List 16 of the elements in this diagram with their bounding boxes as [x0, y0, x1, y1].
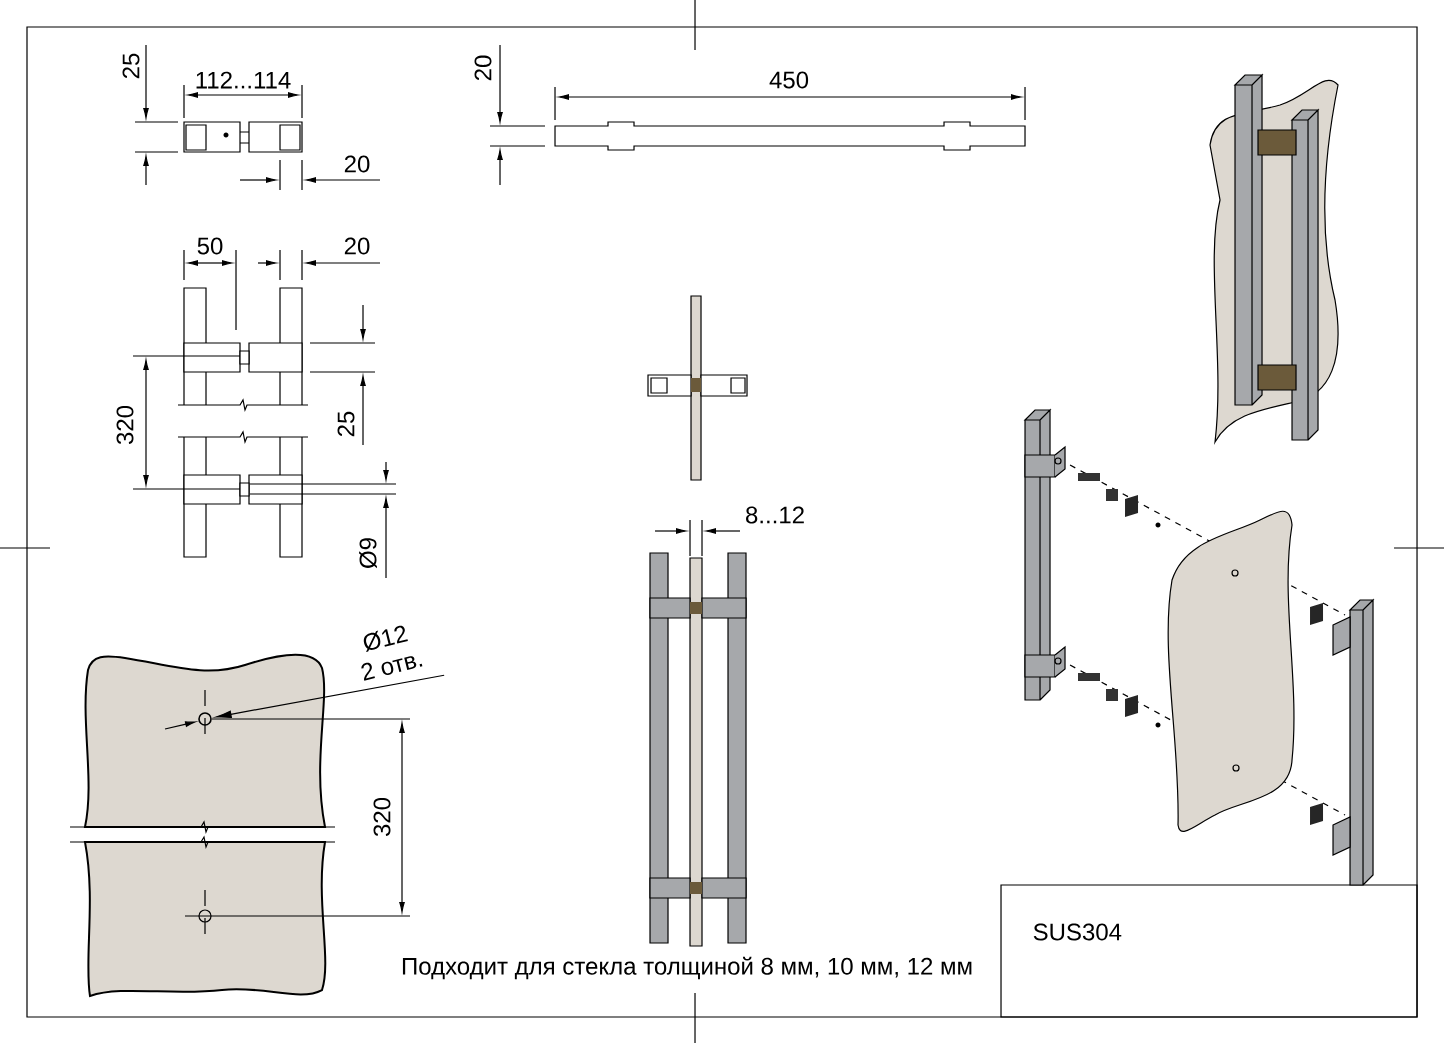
- dimension-text: Ø9: [359, 538, 377, 569]
- dimension-text: 320: [373, 797, 391, 837]
- dimension-text: 50: [197, 237, 223, 255]
- dimension-text: 20: [344, 155, 370, 173]
- dimension-text: 450: [769, 71, 809, 89]
- callout-text: Ø12 2 отв.: [361, 625, 423, 681]
- dimension-text: 112...114: [196, 71, 291, 89]
- dimension-text: 25: [337, 411, 355, 437]
- dimension-text: 20: [344, 237, 370, 255]
- note-text: Подходит для стекла толщиной 8 мм, 10 мм, 12 мм: [402, 956, 972, 980]
- mounting-hole: [198, 712, 212, 726]
- title-block-text: SUS304: [1033, 923, 1122, 941]
- dimension-text: 20: [474, 55, 492, 81]
- dimension-text: 8...12: [746, 506, 804, 524]
- dimension-text: 25: [122, 53, 140, 79]
- dimension-text: 320: [116, 405, 134, 445]
